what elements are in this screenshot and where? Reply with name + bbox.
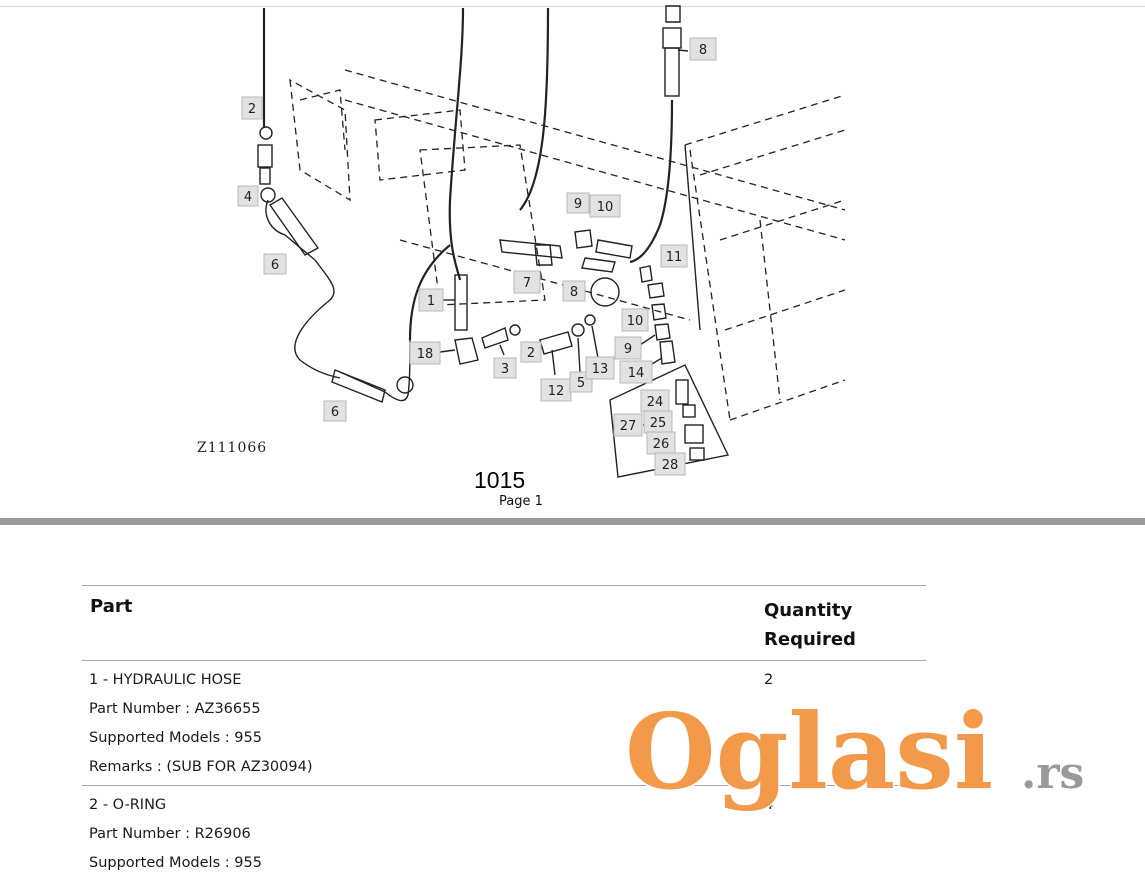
callout-12: 12: [540, 378, 572, 402]
page-label: Page 1: [499, 494, 543, 509]
frame-outline: [289, 69, 846, 421]
parts-table: Part Quantity Required 1 - HYDRAULIC HOS…: [82, 585, 926, 881]
callout-13: 13: [585, 356, 615, 380]
callout-4: 4: [237, 185, 259, 207]
callout-6: 6: [263, 253, 287, 275]
table-row: 1 - HYDRAULIC HOSE Part Number : AZ36655…: [82, 661, 926, 786]
svg-text:9: 9: [624, 342, 632, 357]
part-number: Part Number : AZ36655: [89, 701, 261, 717]
callout-14: 14: [619, 360, 653, 384]
supported-models: Supported Models : 955: [89, 855, 262, 871]
table-header: Part Quantity Required: [82, 585, 926, 661]
svg-text:26: 26: [653, 437, 670, 452]
callout-1: 1: [418, 288, 444, 312]
table-row: 2 - O-RING Part Number : R26906 Supporte…: [82, 786, 926, 881]
page-separator: [0, 518, 1145, 525]
callout-8: 8: [689, 37, 717, 61]
callout-26: 26: [646, 431, 676, 455]
svg-text:1: 1: [427, 294, 435, 309]
supported-models: Supported Models : 955: [89, 730, 262, 746]
svg-text:2: 2: [248, 102, 256, 117]
svg-text:14: 14: [628, 366, 645, 381]
svg-text:5: 5: [577, 376, 585, 391]
callout-25: 25: [643, 410, 673, 434]
callout-6: 6: [323, 400, 347, 422]
quantity-header-line2: Required: [764, 629, 856, 650]
svg-text:8: 8: [699, 43, 707, 58]
svg-text:25: 25: [650, 416, 667, 431]
top-divider: [0, 6, 1145, 7]
fittings: [257, 5, 682, 403]
callout-24: 24: [640, 389, 670, 413]
column-header-quantity: Quantity Required: [764, 596, 904, 654]
callout-8: 8: [562, 280, 586, 302]
inset-detail-box: [609, 364, 730, 478]
callout-27: 27: [613, 413, 643, 437]
svg-text:12: 12: [548, 384, 565, 399]
svg-text:28: 28: [662, 458, 679, 473]
svg-text:10: 10: [597, 200, 614, 215]
watermark-tld: .rs: [1021, 748, 1084, 799]
part-number: Part Number : R26906: [89, 826, 251, 842]
svg-text:3: 3: [501, 362, 509, 377]
part-title: 1 - HYDRAULIC HOSE: [89, 672, 242, 688]
part-remarks: Remarks : (SUB FOR AZ30094): [89, 759, 313, 775]
figure-code: Z111066: [197, 440, 267, 456]
column-header-part: Part: [90, 596, 133, 617]
callout-28: 28: [654, 452, 686, 476]
callout-9: 9: [566, 192, 590, 214]
svg-text:4: 4: [244, 190, 252, 205]
quantity-required: 2: [764, 672, 774, 688]
callout-10: 10: [621, 308, 649, 332]
callout-9: 9: [614, 336, 642, 360]
callout-3: 3: [493, 357, 517, 379]
svg-text:6: 6: [331, 405, 339, 420]
callout-2: 2: [241, 96, 263, 120]
part-title: 2 - O-RING: [89, 797, 167, 813]
callout-2: 2: [520, 341, 542, 363]
svg-text:7: 7: [523, 276, 531, 291]
quantity-header-line1: Quantity: [764, 600, 853, 621]
svg-text:18: 18: [417, 347, 434, 362]
quantity-required: 4: [764, 797, 774, 813]
svg-text:13: 13: [592, 362, 609, 377]
page-number: 1015: [474, 467, 526, 493]
svg-text:9: 9: [574, 197, 582, 212]
watermark-brand: Oglasi: [625, 696, 993, 813]
oglasi-watermark-logo: Oglasi .rs: [625, 696, 1084, 815]
svg-text:6: 6: [271, 258, 279, 273]
callout-18: 18: [409, 341, 441, 365]
svg-text:24: 24: [647, 395, 664, 410]
callout-10: 10: [589, 194, 621, 218]
svg-text:10: 10: [627, 314, 644, 329]
svg-text:8: 8: [570, 285, 578, 300]
callout-7: 7: [513, 270, 541, 294]
svg-text:2: 2: [527, 346, 535, 361]
callout-11: 11: [660, 244, 688, 268]
svg-text:27: 27: [620, 419, 637, 434]
svg-text:11: 11: [666, 250, 683, 265]
